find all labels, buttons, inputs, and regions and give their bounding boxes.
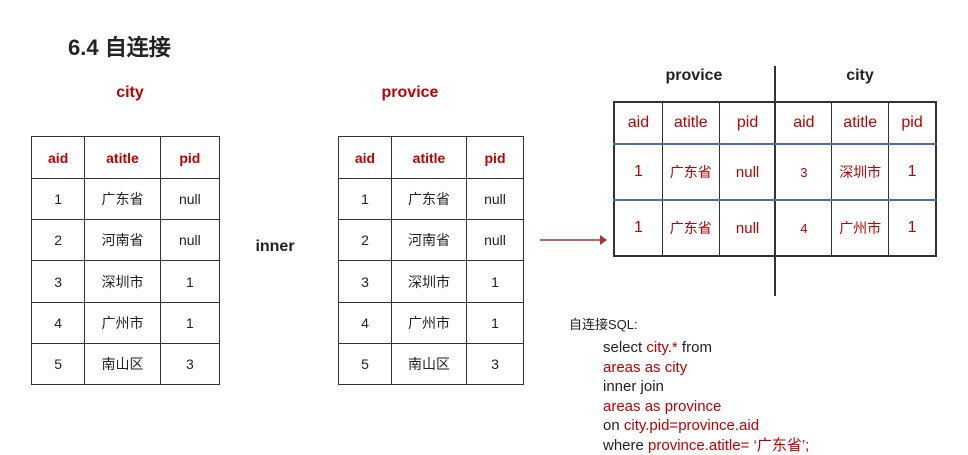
result-table: aid atitle pid aid atitle pid 1 广东省 null…	[613, 101, 937, 257]
cell: 4	[339, 303, 392, 344]
table-row: 4 广州市 1	[339, 303, 524, 344]
header-pid: pid	[467, 137, 524, 179]
sql-line: where province.atitle= ‘广东省’;	[603, 436, 933, 455]
cell: null	[160, 179, 219, 220]
cell: null	[160, 220, 219, 261]
join-label: inner	[250, 238, 300, 256]
header-aid: aid	[32, 137, 85, 179]
cell: 3	[339, 261, 392, 303]
page-title: 6.4 自连接	[68, 30, 171, 62]
city-table: aid atitle pid 1 广东省 null 2 河南省 null 3 深…	[31, 136, 220, 385]
cell: 南山区	[85, 344, 160, 385]
table-row: 2 河南省 null	[339, 220, 524, 261]
cell: 1	[339, 179, 392, 220]
cell: 南山区	[392, 344, 467, 385]
sql-text: from	[678, 339, 712, 356]
table-row: 1 广东省 null	[339, 179, 524, 220]
cell: 3	[32, 261, 85, 303]
cell: null	[467, 220, 524, 261]
cell: 广州市	[85, 303, 160, 344]
provice-table-label: provice	[370, 84, 450, 102]
header-aid: aid	[776, 102, 832, 144]
cell: 广东省	[662, 200, 719, 256]
table-row: 3 深圳市 1	[32, 261, 220, 303]
cell: 5	[339, 344, 392, 385]
cell: 深圳市	[832, 144, 889, 200]
cell: 1	[32, 179, 85, 220]
cell: 1	[889, 200, 936, 256]
sql-line: areas as city	[603, 358, 933, 378]
right-arrow-icon	[540, 232, 608, 248]
cell: 1	[467, 303, 524, 344]
header-aid: aid	[614, 102, 662, 144]
sql-text: city.*	[646, 339, 677, 356]
sql-line: select city.* from	[603, 338, 933, 358]
header-atitle: atitle	[662, 102, 719, 144]
cell: 河南省	[392, 220, 467, 261]
cell: null	[467, 179, 524, 220]
cell: 3	[160, 344, 219, 385]
sql-heading: 自连接SQL:	[569, 314, 638, 333]
cell: 1	[160, 303, 219, 344]
header-pid: pid	[719, 102, 776, 144]
cell: 广东省	[85, 179, 160, 220]
header-aid: aid	[339, 137, 392, 179]
sql-line: on city.pid=province.aid	[603, 416, 933, 436]
sql-text: city.pid=province.aid	[624, 417, 759, 434]
cell: 深圳市	[392, 261, 467, 303]
header-atitle: atitle	[85, 137, 160, 179]
cell: 广州市	[832, 200, 889, 256]
table-row: 3 深圳市 1	[339, 261, 524, 303]
cell: 3	[776, 144, 832, 200]
sql-line: inner join	[603, 377, 933, 397]
cell: 广东省	[392, 179, 467, 220]
table-row: 1 广东省 null 4 广州市 1	[614, 200, 936, 256]
sql-text: select	[603, 339, 646, 356]
result-left-label: provice	[654, 67, 734, 85]
cell: null	[719, 144, 776, 200]
table-row: 1 广东省 null 3 深圳市 1	[614, 144, 936, 200]
cell: 深圳市	[85, 261, 160, 303]
table-row: 5 南山区 3	[32, 344, 220, 385]
cell: 1	[467, 261, 524, 303]
cell: 1	[160, 261, 219, 303]
cell: 5	[32, 344, 85, 385]
table-row: 1 广东省 null	[32, 179, 220, 220]
cell: 1	[614, 144, 662, 200]
sql-text: on	[603, 417, 624, 434]
header-atitle: atitle	[392, 137, 467, 179]
cell: 2	[32, 220, 85, 261]
cell: 广东省	[662, 144, 719, 200]
header-pid: pid	[889, 102, 936, 144]
cell: null	[719, 200, 776, 256]
sql-line: areas as province	[603, 397, 933, 417]
table-row: 4 广州市 1	[32, 303, 220, 344]
cell: 3	[467, 344, 524, 385]
cell: 2	[339, 220, 392, 261]
header-atitle: atitle	[832, 102, 889, 144]
cell: 1	[614, 200, 662, 256]
cell: 4	[32, 303, 85, 344]
table-row: 5 南山区 3	[339, 344, 524, 385]
cell: 河南省	[85, 220, 160, 261]
cell: 4	[776, 200, 832, 256]
table-row: 2 河南省 null	[32, 220, 220, 261]
cell: 1	[889, 144, 936, 200]
result-right-label: city	[830, 67, 890, 85]
cell: 广州市	[392, 303, 467, 344]
city-table-label: city	[100, 84, 160, 102]
provice-table: aid atitle pid 1 广东省 null 2 河南省 null 3 深…	[338, 136, 524, 385]
sql-code: select city.* from areas as city inner j…	[603, 338, 933, 455]
header-pid: pid	[160, 137, 219, 179]
